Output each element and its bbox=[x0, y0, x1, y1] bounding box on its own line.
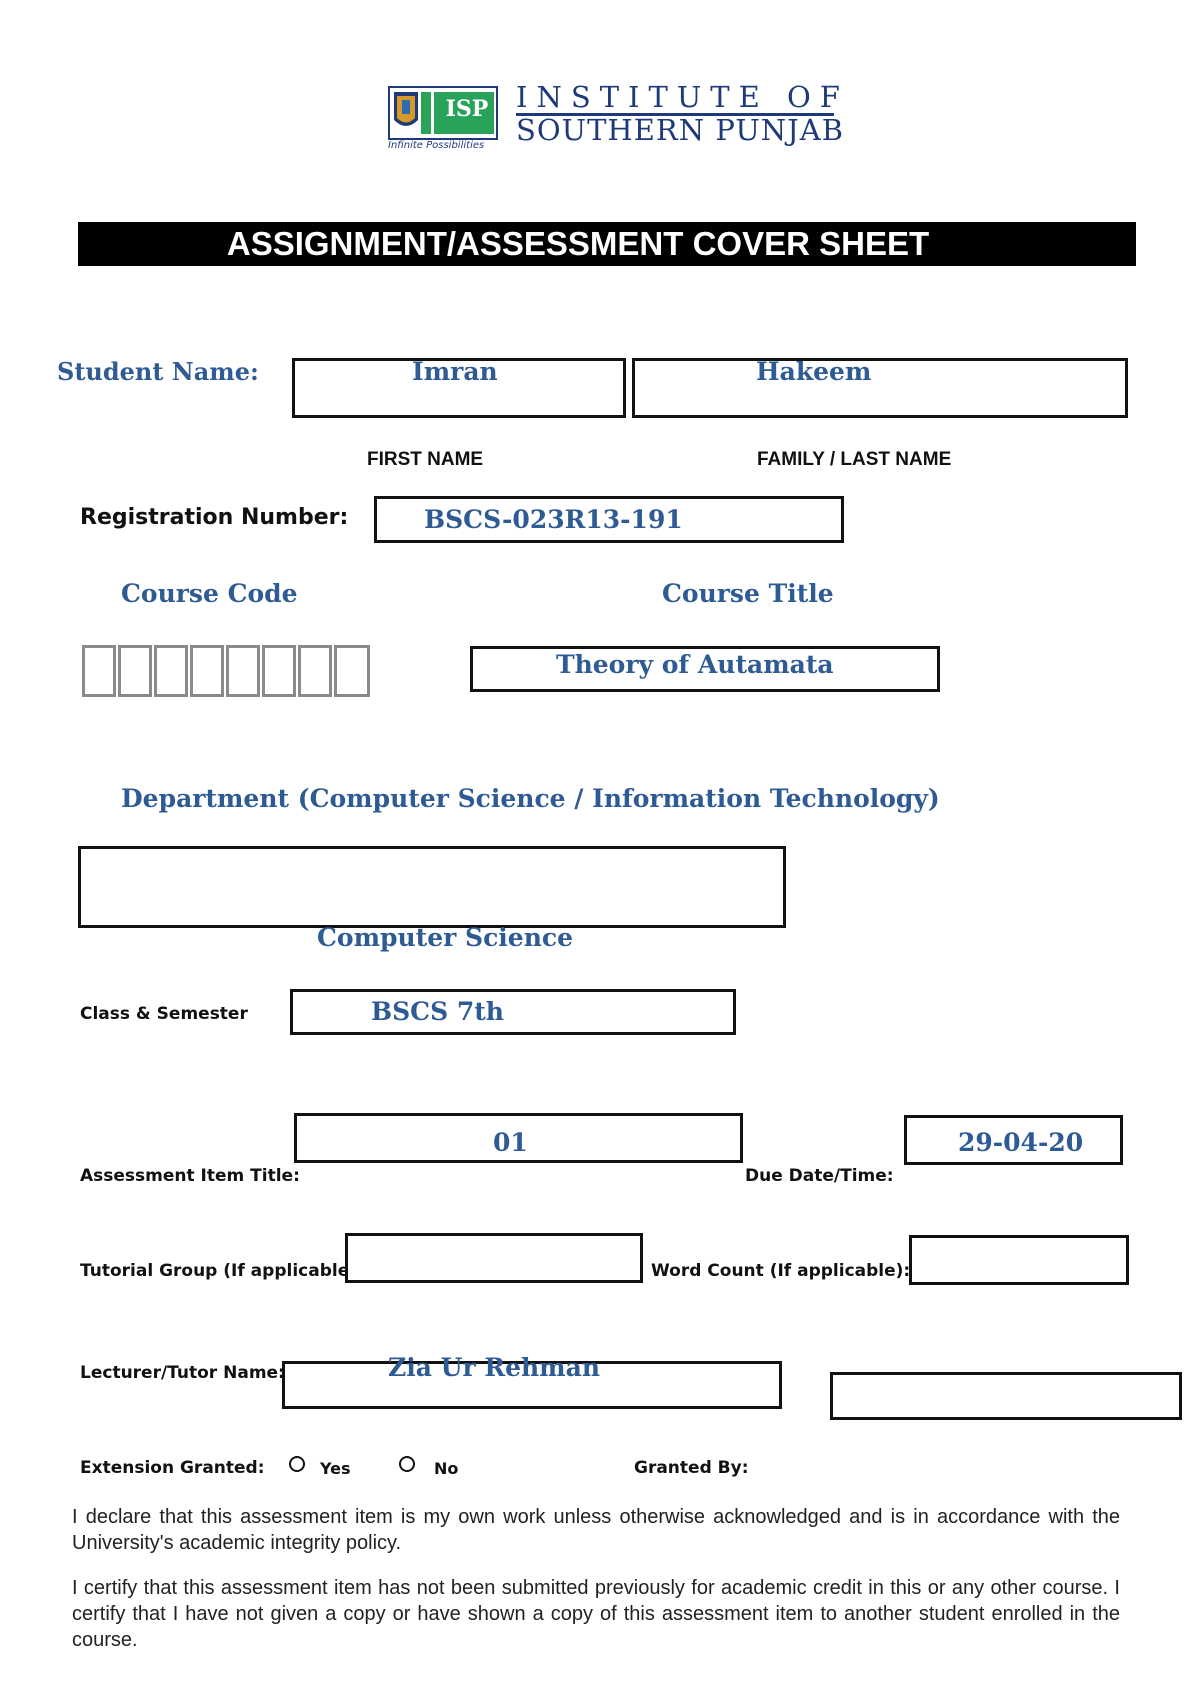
granted-by-label: Granted By: bbox=[634, 1458, 749, 1478]
lecturer-value: Zia Ur Rehman bbox=[388, 1356, 601, 1380]
lecturer-label: Lecturer/Tutor Name: bbox=[80, 1363, 285, 1383]
department-label: Department (Computer Science / Informati… bbox=[121, 784, 940, 813]
last-name-caption: FAMILY / LAST NAME bbox=[757, 449, 952, 470]
due-date-field[interactable] bbox=[904, 1115, 1123, 1165]
page-title: ASSIGNMENT/ASSESSMENT COVER SHEET bbox=[226, 225, 930, 262]
course-code-digit[interactable] bbox=[334, 645, 370, 697]
due-date-value: 29-04-20 bbox=[958, 1128, 1084, 1157]
word-count-field[interactable] bbox=[909, 1235, 1129, 1285]
declaration-paragraph-2: I certify that this assessment item has … bbox=[72, 1577, 1120, 1651]
extension-yes-label: Yes bbox=[320, 1459, 351, 1478]
institute-logo: ISP Infinite Possibilities bbox=[388, 86, 500, 154]
last-name-field[interactable] bbox=[632, 358, 1128, 418]
institute-name-line1: INSTITUTE OF bbox=[516, 80, 849, 114]
last-name-value: Hakeem bbox=[756, 357, 872, 386]
institute-name-line2: SOUTHERN PUNJAB bbox=[516, 113, 845, 147]
course-code-digit[interactable] bbox=[190, 645, 224, 697]
course-code-boxes[interactable] bbox=[82, 645, 372, 697]
granted-by-field[interactable] bbox=[830, 1372, 1182, 1420]
class-semester-value: BSCS 7th bbox=[371, 997, 504, 1026]
extension-label: Extension Granted: bbox=[80, 1458, 265, 1478]
course-title-field[interactable] bbox=[470, 646, 940, 692]
first-name-caption: FIRST NAME bbox=[367, 449, 484, 470]
course-code-digit[interactable] bbox=[298, 645, 332, 697]
department-value: Computer Science bbox=[317, 923, 573, 952]
logo-tagline: Infinite Possibilities bbox=[388, 140, 485, 151]
title-bar bbox=[78, 222, 1136, 266]
due-date-label: Due Date/Time: bbox=[745, 1166, 894, 1186]
course-code-digit[interactable] bbox=[118, 645, 152, 697]
registration-label: Registration Number: bbox=[80, 505, 349, 530]
course-title-value: Theory of Autamata bbox=[556, 650, 834, 679]
first-name-value: Imran bbox=[412, 357, 498, 386]
logo-badge: ISP bbox=[445, 96, 489, 122]
course-code-label: Course Code bbox=[121, 579, 298, 608]
tutorial-group-label: Tutorial Group (If applicable): bbox=[80, 1261, 364, 1281]
registration-value: BSCS-023R13-191 bbox=[424, 505, 683, 534]
lecturer-field[interactable] bbox=[282, 1361, 782, 1409]
declaration-paragraph-1: I declare that this assessment item is m… bbox=[72, 1506, 1120, 1554]
crest-icon bbox=[388, 86, 498, 140]
class-semester-field[interactable] bbox=[290, 989, 736, 1035]
institute-divider bbox=[516, 113, 834, 116]
course-code-digit[interactable] bbox=[82, 645, 116, 697]
extension-yes-radio[interactable] bbox=[289, 1456, 305, 1472]
assessment-title-field[interactable] bbox=[294, 1113, 743, 1163]
assessment-title-value: 01 bbox=[493, 1128, 528, 1157]
registration-field[interactable] bbox=[374, 496, 844, 543]
course-title-label: Course Title bbox=[662, 579, 834, 608]
word-count-label: Word Count (If applicable): bbox=[651, 1261, 911, 1281]
extension-no-label: No bbox=[434, 1459, 459, 1478]
department-field[interactable] bbox=[78, 846, 786, 928]
course-code-digit[interactable] bbox=[262, 645, 296, 697]
course-code-digit[interactable] bbox=[226, 645, 260, 697]
tutorial-group-field[interactable] bbox=[345, 1233, 643, 1283]
class-semester-label: Class & Semester bbox=[80, 1004, 248, 1024]
assessment-title-label: Assessment Item Title: bbox=[80, 1166, 300, 1186]
first-name-field[interactable] bbox=[292, 358, 626, 418]
student-name-label: Student Name: bbox=[57, 357, 259, 386]
course-code-digit[interactable] bbox=[154, 645, 188, 697]
extension-no-radio[interactable] bbox=[399, 1456, 415, 1472]
